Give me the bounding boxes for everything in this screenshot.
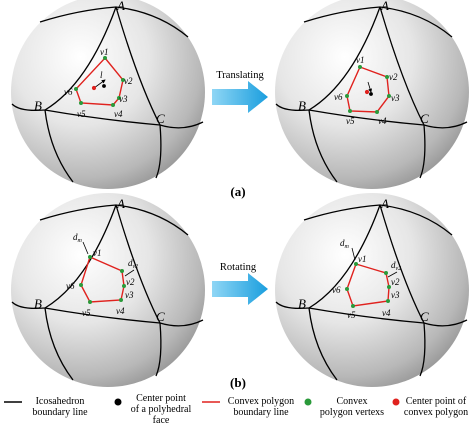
corner-label-a: A [380,196,389,211]
sphere-b-before: dm dv2 v1 v2 v3 v4 v5 v6 A B C [11,193,205,387]
legend-text: boundary line [233,407,289,418]
vertex-label-v3: v3 [119,94,128,104]
face-center-point [369,92,373,96]
vertex-label-v3: v3 [391,93,400,103]
distance-label-dm: dm [340,238,350,250]
corner-label-c: C [156,111,165,126]
corner-label-a: A [380,0,389,13]
legend-text: of a polyhedral [130,404,192,415]
sphere-body [11,193,205,387]
legend-text: Center point [136,393,186,404]
legend-text: Center point of [405,396,467,407]
distance-line-dv2 [124,269,135,277]
translate-arrow [212,81,268,113]
vertex-label-v1: v1 [358,254,367,264]
icosahedron-boundary-lines [11,204,204,381]
corner-label-b: B [34,296,42,311]
distance-label-dm: dm [73,232,83,244]
corner-label-c: C [156,309,165,324]
vertex-label-v2: v2 [389,72,398,82]
legend-polygon-center: Center point of convex polygon [400,396,472,418]
panel-label-b: (b) [230,375,246,390]
polygon-center-point [364,89,370,95]
polygon-vertices [345,262,391,308]
icosahedron-boundary-lines [275,6,468,183]
legend-markers [4,398,400,406]
vertex-label-v5: v5 [77,109,86,119]
vertex-label-v6: v6 [334,92,343,102]
legend-text: Convex [336,396,368,407]
corner-label-b: B [298,296,306,311]
corner-label-c: C [420,111,429,126]
vertex-label-v6: v6 [66,281,75,291]
legend-text: Icosahedron [35,396,85,407]
legend-boundary-line: Icosahedron boundary line [24,396,96,418]
vertex-label-v4: v4 [114,109,123,119]
distance-line-dm [351,247,356,261]
legend-face-center: Center point of a polyhedral face [123,393,199,426]
vertex-label-v1: v1 [356,55,365,65]
sphere-body [11,0,205,189]
legend-polygon-vertex: Convex polygon vertexs [312,396,392,418]
legend-text: convex polygon [403,407,469,418]
distance-line-dm [82,241,89,255]
icosahedron-boundary-lines [11,6,204,183]
sphere-b-after: dm dv2 v1 v2 v3 v4 v5 v6 A B C [275,193,469,387]
vertex-label-v4: v4 [378,116,387,126]
legend-text: polygon vertexs [319,407,385,418]
legend-text: Convex polygon [227,396,295,407]
translation-vector [367,81,372,93]
translation-vector [93,79,106,89]
corner-label-b: B [298,98,306,113]
vertex-label-v2: v2 [126,277,135,287]
distance-line-dv2 [387,271,398,278]
polygon-vertices [74,56,125,107]
vertex-label-v6: v6 [64,87,73,97]
legend-text: boundary line [32,407,88,418]
operation-label-translating: Translating [216,70,264,81]
legend-polygon-line: Convex polygon boundary line [221,396,301,418]
vertex-label-v4: v4 [116,306,125,316]
legend-marker-polygon-center [392,398,400,406]
vertex-label-v1: v1 [100,47,109,57]
distance-label-dv2: dv2 [128,258,138,270]
vertex-label-v2: v2 [124,76,133,86]
corner-label-c: C [420,309,429,324]
sphere-a-before: l v1 v2 v3 v4 v5 v6 A B C [11,0,205,189]
polygon-center-point [91,85,97,91]
icosahedron-boundary-lines [275,204,468,381]
vertex-label-v1: v1 [93,248,102,258]
legend-text: face [152,415,170,426]
vertex-label-v5: v5 [347,310,356,320]
distance-label-dv2: dv2 [391,260,401,272]
face-center-point [102,84,106,88]
vertex-label-v5: v5 [82,308,91,318]
polygon-vertices [79,255,126,304]
rotate-arrow [212,273,268,305]
vertex-label-v2: v2 [391,277,400,287]
operation-label-rotating: Rotating [220,262,257,273]
sphere-a-after: v1 v2 v3 v4 v5 v6 A B C [275,0,469,189]
sphere-body [275,193,469,387]
legend-marker-polygon-vertex [304,398,312,406]
corner-label-b: B [34,98,42,113]
vertex-label-v5: v5 [346,116,355,126]
vertex-label-v3: v3 [391,290,400,300]
corner-label-a: A [116,0,125,13]
corner-label-a: A [116,196,125,211]
vector-label: l [100,70,103,80]
vertex-label-v3: v3 [125,290,134,300]
legend-marker-face-center [114,398,122,406]
vertex-label-v4: v4 [382,308,391,318]
panel-label-a: (a) [230,184,245,199]
polygon-vertices [345,65,391,114]
vertex-label-v6: v6 [332,285,341,295]
